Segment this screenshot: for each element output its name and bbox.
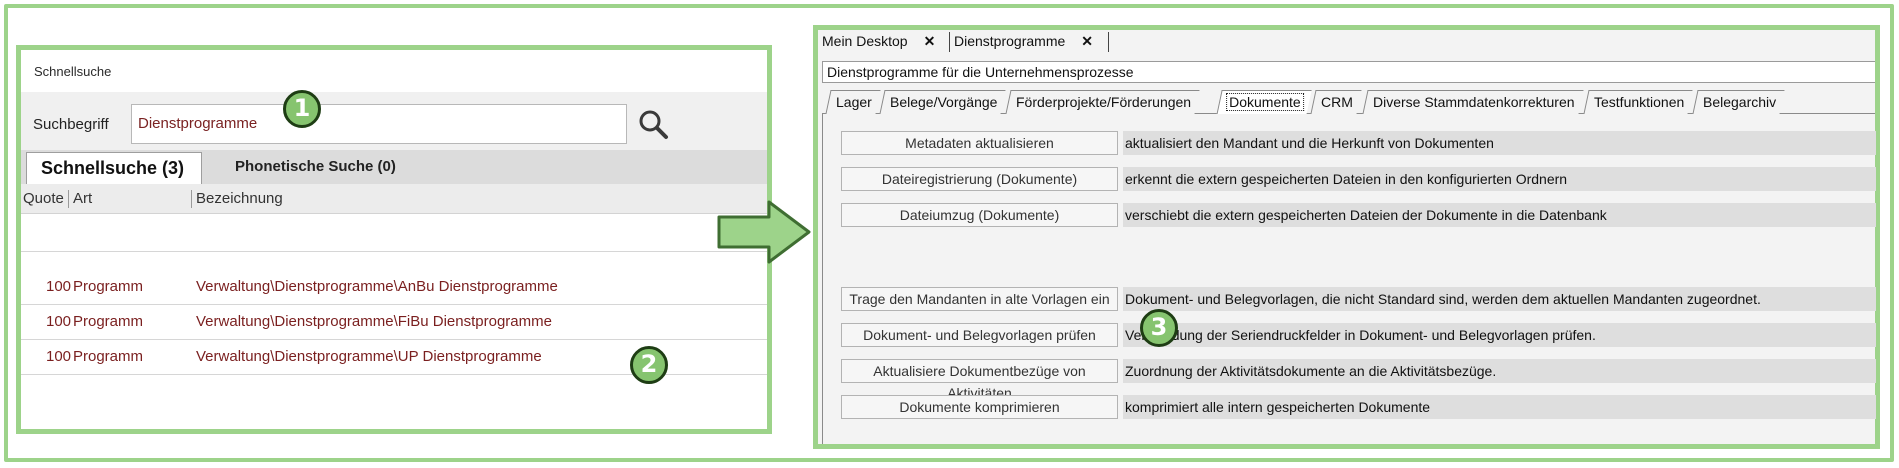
tab-belege-vorgaenge[interactable]: Belege/Vorgänge [879,90,1006,114]
action-row: Trage den Mandanten in alte Vorlagen ein… [823,287,1876,311]
tab-testfunktionen[interactable]: Testfunktionen [1583,90,1693,114]
tab-label: Dokumente [1226,93,1304,111]
cell-bezeichnung: Verwaltung\Dienstprogramme\FiBu Dienstpr… [196,313,552,330]
action-row: Dateiumzug (Dokumente) verschiebt die ex… [823,203,1876,227]
tab-label: CRM [1321,94,1353,110]
column-separator [191,190,192,208]
page-title: Dienstprogramme für die Unternehmensproz… [822,61,1875,83]
mandanten-eintragen-button[interactable]: Trage den Mandanten in alte Vorlagen ein [841,287,1118,311]
right-arrow-icon [717,200,811,264]
column-quote[interactable]: Quote [23,190,64,207]
action-description: komprimiert alle intern gespeicherten Do… [1123,395,1876,419]
dokumente-komprimieren-button[interactable]: Dokumente komprimieren [841,395,1118,419]
search-tabs: Schnellsuche (3) Phonetische Suche (0) [21,150,767,184]
close-icon[interactable]: ✕ [1081,33,1093,49]
search-input-value: Dienstprogramme [138,115,258,132]
search-input[interactable]: Dienstprogramme [131,104,627,144]
action-description: verschiebt die extern gespeicherten Date… [1123,203,1876,227]
cell-art: Programm [73,313,144,330]
table-row[interactable]: 100 Programm Verwaltung\Dienstprogramme\… [21,270,767,305]
column-bezeichnung[interactable]: Bezeichnung [196,190,283,207]
tab-label: Mein Desktop [822,33,908,49]
action-description: Dokument- und Belegvorlagen, die nicht S… [1123,287,1876,311]
cell-bezeichnung: Verwaltung\Dienstprogramme\UP Dienstprog… [196,348,542,365]
tab-label: Belegarchiv [1703,94,1777,110]
tab-label: Lager [836,94,872,110]
category-tabs: Lager Belege/Vorgänge Förderprojekte/För… [822,90,1875,115]
tab-content: Metadaten aktualisieren aktualisiert den… [822,114,1876,444]
action-row: Aktualisiere Dokumentbezüge von Aktivitä… [823,359,1876,401]
metadaten-aktualisieren-button[interactable]: Metadaten aktualisieren [841,131,1118,155]
tab-label: Dienstprogramme [954,33,1066,49]
action-description: erkennt die extern gespeicherten Dateien… [1123,167,1876,191]
cell-bezeichnung: Verwaltung\Dienstprogramme\AnBu Dienstpr… [196,278,558,295]
tab-mein-desktop[interactable]: Mein Desktop ✕ [822,33,935,53]
cell-quote: 100 [46,348,72,365]
action-row: Metadaten aktualisieren aktualisiert den… [823,131,1876,155]
results-column-header: Quote Art Bezeichnung [21,184,767,214]
tab-foerderprojekte[interactable]: Förderprojekte/Förderungen [1005,90,1200,114]
action-description: Zuordnung der Aktivitätsdokumente an die… [1123,359,1876,383]
tab-lager[interactable]: Lager [825,90,881,114]
tab-label: Belege/Vorgänge [890,94,998,110]
tab-phonetic-search[interactable]: Phonetische Suche (0) [235,158,396,175]
cell-quote: 100 [46,313,72,330]
close-icon[interactable]: ✕ [923,33,936,49]
tab-diverse-stammdatenkorrekturen[interactable]: Diverse Stammdatenkorrekturen [1362,90,1584,114]
search-icon [639,110,668,139]
action-description: aktualisiert den Mandant und die Herkunf… [1123,131,1876,155]
dateiregistrierung-button[interactable]: Dateiregistrierung (Dokumente) [841,167,1118,191]
tab-quick-search[interactable]: Schnellsuche (3) [26,152,202,184]
step-badge-3: 3 [1140,309,1178,347]
window-tabs: Mein Desktop ✕ Dienstprogramme ✕ [818,30,1875,54]
column-art[interactable]: Art [73,190,93,207]
action-row: Dateiregistrierung (Dokumente) erkennt d… [823,167,1876,191]
column-separator [68,190,69,208]
action-row: Dokument- und Belegvorlagen prüfen Verwe… [823,323,1876,347]
outer-frame [4,4,1894,462]
tab-dokumente[interactable]: Dokumente [1216,90,1312,115]
step-badge-2: 2 [630,346,668,384]
dateiumzug-button[interactable]: Dateiumzug (Dokumente) [841,203,1118,227]
tab-separator [1108,32,1109,52]
tab-crm[interactable]: CRM [1310,90,1362,114]
cell-art: Programm [73,278,144,295]
step-badge-1: 1 [283,90,321,128]
table-row-empty [21,214,767,252]
tab-belegarchiv[interactable]: Belegarchiv [1692,90,1785,114]
search-button[interactable] [633,104,673,144]
dokumentbezuege-aktualisieren-button[interactable]: Aktualisiere Dokumentbezüge von Aktivitä… [841,359,1118,401]
table-row[interactable]: 100 Programm Verwaltung\Dienstprogramme\… [21,340,767,375]
cell-quote: 100 [46,278,72,295]
action-row: Dokumente komprimieren komprimiert alle … [823,395,1876,419]
tab-label: Diverse Stammdatenkorrekturen [1373,94,1575,110]
page-title-text: Dienstprogramme für die Unternehmensproz… [827,64,1134,80]
vorlagen-pruefen-button[interactable]: Dokument- und Belegvorlagen prüfen [841,323,1118,347]
table-row[interactable]: 100 Programm Verwaltung\Dienstprogramme\… [21,305,767,340]
search-area: Suchbegriff Dienstprogramme [21,92,767,150]
utility-programs-panel: Mein Desktop ✕ Dienstprogramme ✕ Dienstpro… [813,25,1880,449]
tab-dienstprogramme[interactable]: Dienstprogramme ✕ [954,33,1093,53]
tab-label: Förderprojekte/Förderungen [1016,94,1192,110]
search-label: Suchbegriff [33,116,109,133]
panel-title: Schnellsuche [34,64,112,79]
tab-label: Testfunktionen [1594,94,1685,110]
tab-label: Schnellsuche (3) [41,158,185,178]
action-description: Verwendung der Seriendruckfelder in Doku… [1123,323,1876,347]
cell-art: Programm [73,348,144,365]
tab-separator [949,32,950,52]
